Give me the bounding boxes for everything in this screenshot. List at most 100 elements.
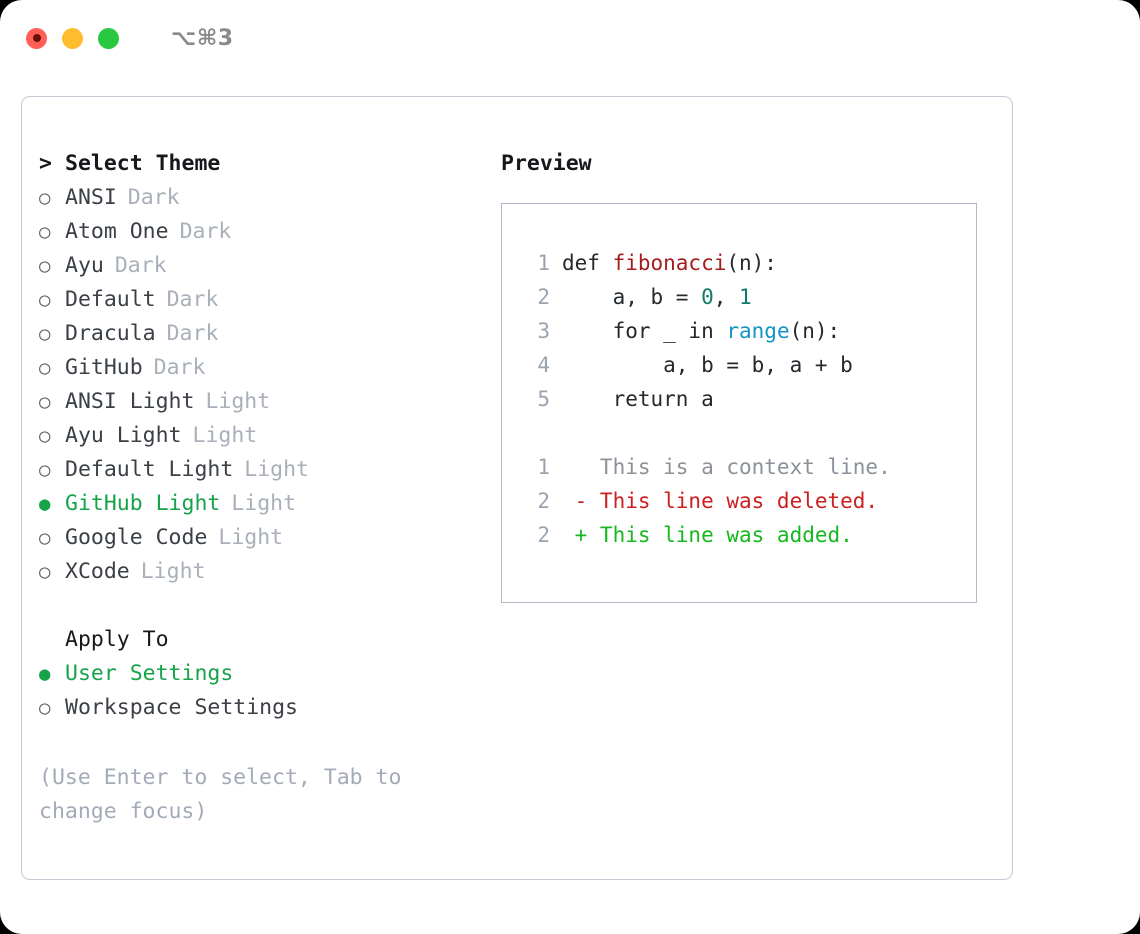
code-line-number: 2 bbox=[537, 489, 550, 513]
theme-name-label: ANSI Light bbox=[65, 389, 195, 414]
theme-name-label: GitHub bbox=[65, 355, 143, 380]
theme-category-label: Light bbox=[218, 525, 284, 550]
code-line: 2 - This line was deleted. bbox=[520, 484, 976, 518]
radio-unselected-icon: ○ bbox=[39, 527, 51, 549]
radio-unselected-icon: ○ bbox=[39, 323, 51, 345]
theme-category-label: Dark bbox=[179, 219, 232, 244]
theme-category-label: Light bbox=[244, 457, 310, 482]
apply-to-list: ● User Settings ○Workspace Settings bbox=[39, 657, 479, 725]
theme-list-item[interactable]: ○ Ayu Dark bbox=[39, 249, 479, 283]
radio-unselected-icon: ○ bbox=[39, 425, 51, 447]
radio-unselected-icon: ○ bbox=[39, 459, 51, 481]
code-line: 1 This is a context line. bbox=[520, 450, 976, 484]
code-line-number: 2 bbox=[537, 285, 550, 309]
code-token-plain: (n): bbox=[726, 251, 777, 275]
radio-selected-icon: ● bbox=[39, 493, 51, 515]
theme-category-label: Dark bbox=[127, 185, 180, 210]
keyboard-hint-text: (Use Enter to select, Tab to change focu… bbox=[39, 765, 402, 824]
radio-unselected-icon: ○ bbox=[39, 391, 51, 413]
theme-name-label: ANSI bbox=[65, 185, 117, 210]
radio-selected-icon: ● bbox=[39, 663, 51, 685]
theme-name-label: Default bbox=[65, 287, 156, 312]
theme-category-label: Dark bbox=[114, 253, 167, 278]
theme-category-label: Dark bbox=[166, 321, 219, 346]
code-token-plain: , bbox=[713, 285, 740, 309]
radio-unselected-icon: ○ bbox=[39, 255, 51, 277]
theme-list-item[interactable]: ○ Google Code Light bbox=[39, 521, 479, 555]
code-line-number: 4 bbox=[537, 353, 550, 377]
theme-name-label: Default Light bbox=[65, 457, 234, 482]
theme-picker-title-label: Select Theme bbox=[65, 151, 221, 176]
theme-picker-title: > Select Theme bbox=[39, 147, 479, 181]
apply-to-option[interactable]: ○Workspace Settings bbox=[39, 691, 479, 725]
theme-name-label: Google Code bbox=[65, 525, 208, 550]
code-token-plain: def bbox=[562, 251, 613, 275]
code-line-number: 5 bbox=[537, 387, 550, 411]
prompt-caret-icon: > bbox=[39, 151, 52, 176]
code-token-plain: a, b = bbox=[562, 285, 702, 309]
code-line: 4 a, b = b, a + b bbox=[520, 348, 976, 382]
radio-unselected-icon: ○ bbox=[39, 561, 51, 583]
code-token-fn: fibonacci bbox=[612, 251, 727, 275]
theme-category-label: Light bbox=[140, 559, 206, 584]
theme-list-item[interactable]: ○ Default Light Light bbox=[39, 453, 479, 487]
code-line-number: 2 bbox=[537, 523, 550, 547]
list-section-spacer bbox=[39, 589, 479, 623]
close-dot-inner-icon bbox=[32, 34, 41, 42]
theme-category-label: Light bbox=[205, 389, 271, 414]
theme-name-label: Ayu Light bbox=[65, 423, 182, 448]
code-token-num: 1 bbox=[739, 285, 752, 309]
window-titlebar: ⌥⌘3 bbox=[0, 0, 1140, 76]
radio-unselected-icon: ○ bbox=[39, 289, 51, 311]
theme-category-label: Light bbox=[231, 491, 297, 516]
theme-list-item[interactable]: ○ ANSI Light Light bbox=[39, 385, 479, 419]
code-line-number: 1 bbox=[537, 455, 550, 479]
radio-unselected-icon: ○ bbox=[39, 221, 51, 243]
minimize-window-icon[interactable] bbox=[62, 27, 83, 49]
theme-list-item[interactable]: ○ Atom One Dark bbox=[39, 215, 479, 249]
code-token-plain: return a bbox=[562, 387, 714, 411]
code-token-num: 0 bbox=[701, 285, 714, 309]
code-line: 3 for _ in range(n): bbox=[520, 314, 976, 348]
apply-to-option-label: User Settings bbox=[65, 661, 234, 686]
code-line: 1 def fibonacci(n): bbox=[520, 246, 976, 280]
apply-to-marker-placeholder: · bbox=[39, 623, 65, 657]
code-blank-line bbox=[520, 416, 976, 450]
radio-unselected-icon: ○ bbox=[39, 187, 51, 209]
code-token-add: + This line was added. bbox=[562, 523, 853, 547]
close-window-icon[interactable] bbox=[26, 27, 47, 49]
theme-name-label: Atom One bbox=[65, 219, 169, 244]
code-token-del: - This line was deleted. bbox=[562, 489, 879, 513]
radio-unselected-icon: ○ bbox=[39, 697, 51, 719]
preview-title-label: Preview bbox=[501, 151, 592, 176]
radio-unselected-icon: ○ bbox=[39, 357, 51, 379]
code-token-builtin: range bbox=[726, 319, 790, 343]
theme-name-label: XCode bbox=[65, 559, 130, 584]
code-token-plain: a, b = b, a + b bbox=[562, 353, 853, 377]
code-token-plain: for _ in bbox=[562, 319, 727, 343]
code-line: 5 return a bbox=[520, 382, 976, 416]
code-token-ctx: This is a context line. bbox=[562, 455, 891, 479]
code-line-number: 1 bbox=[537, 251, 550, 275]
keyboard-shortcut-label: ⌥⌘3 bbox=[171, 25, 234, 51]
maximize-window-icon[interactable] bbox=[98, 27, 119, 49]
theme-list-item[interactable]: ○ ANSI Dark bbox=[39, 181, 479, 215]
theme-list-item[interactable]: ○ XCode Light bbox=[39, 555, 479, 589]
code-token-plain: (n): bbox=[789, 319, 841, 343]
code-line: 2 + This line was added. bbox=[520, 518, 976, 552]
apply-to-label-row: · Apply To bbox=[39, 623, 479, 657]
apply-to-option[interactable]: ● User Settings bbox=[39, 657, 479, 691]
traffic-lights bbox=[26, 27, 119, 49]
theme-name-label: Ayu bbox=[65, 253, 104, 278]
